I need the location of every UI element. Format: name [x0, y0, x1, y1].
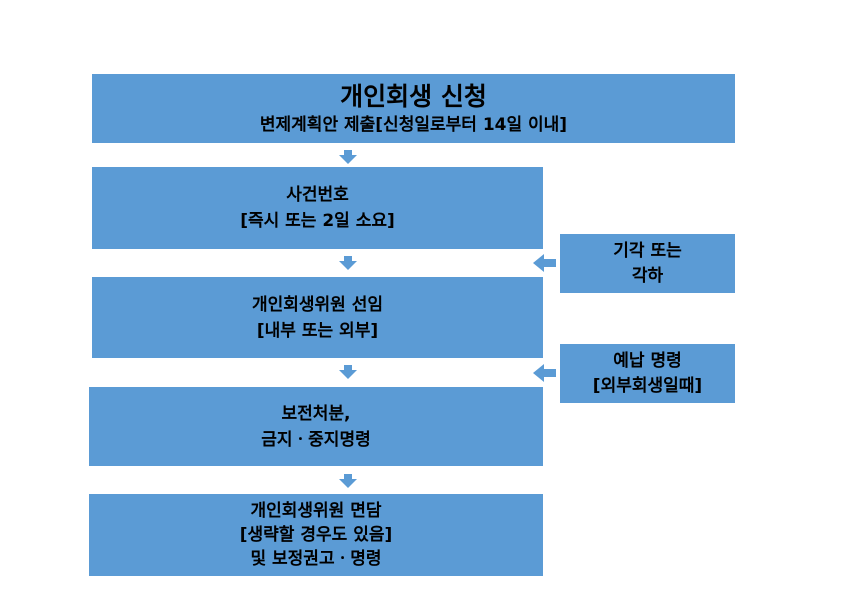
down-arrow-icon: [339, 370, 357, 379]
flow-arrow-stem: [344, 150, 352, 155]
step-box-commissioner: 개인회생위원 선임 [내부 또는 외부]: [92, 277, 543, 358]
step-box-interview: 개인회생위원 면담 [생략할 경우도 있음] 및 보정권고ㆍ명령: [89, 494, 543, 576]
side-note-deposit-order: 예납 명령 [외부회생일때]: [560, 344, 735, 403]
down-arrow-icon: [339, 155, 357, 164]
step-line: 개인회생위원 선임: [251, 294, 384, 315]
left-arrow-icon: [533, 364, 544, 382]
flow-arrow-stem: [344, 365, 352, 370]
step-line: [내부 또는 외부]: [256, 320, 379, 341]
step-box-preservation: 보전처분, 금지ㆍ중지명령: [89, 387, 543, 466]
step-box-application: 개인회생 신청 변제계획안 제출[신청일로부터 14일 이내]: [92, 74, 735, 143]
step-box-case-number: 사건번호 [즉시 또는 2일 소요]: [92, 167, 543, 249]
flow-arrow-stem: [344, 474, 352, 479]
flow-arrow-stem: [344, 256, 352, 261]
step-line: 및 보정권고ㆍ명령: [250, 549, 382, 569]
side-note-line: 기각 또는: [613, 240, 682, 261]
step-line: 보전처분,: [281, 403, 351, 424]
down-arrow-icon: [339, 261, 357, 270]
step-line: [생략할 경우도 있음]: [239, 525, 393, 545]
side-note-line: 각하: [631, 265, 664, 286]
step-line: [즉시 또는 2일 소요]: [240, 211, 395, 231]
step-line: 개인회생위원 면담: [250, 501, 382, 521]
side-note-line: [외부회생일때]: [592, 375, 703, 396]
left-arrow-icon: [533, 254, 544, 272]
side-arrow-stem: [544, 259, 556, 267]
side-arrow-stem: [544, 369, 556, 377]
down-arrow-icon: [339, 479, 357, 488]
step-subtitle: 변제계획안 제출[신청일로부터 14일 이내]: [259, 114, 568, 135]
step-title: 개인회생 신청: [340, 81, 487, 111]
step-line: 사건번호: [286, 185, 349, 205]
side-note-line: 예납 명령: [613, 350, 682, 371]
side-note-dismissal: 기각 또는 각하: [560, 234, 735, 293]
step-line: 금지ㆍ중지명령: [261, 429, 371, 450]
